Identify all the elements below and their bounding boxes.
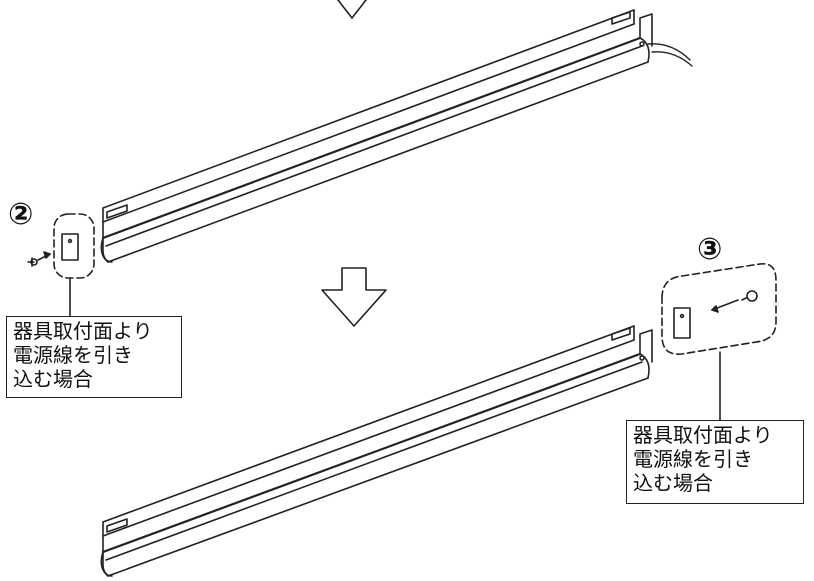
step-number-3: ③ (697, 232, 723, 267)
fixture-lower (100, 325, 653, 577)
fixture-upper (100, 9, 693, 263)
callout-line-3: 込む場合 (13, 367, 93, 391)
callout-line-3: 込む場合 (633, 471, 713, 495)
down-arrow-icon-top (337, 0, 367, 19)
callout-line-2: 電源線を引き (633, 447, 753, 471)
callout-label-right: 器具取付面より 電源線を引き 込む場合 (626, 420, 804, 504)
callout-label-left: 器具取付面より 電源線を引き 込む場合 (6, 316, 182, 398)
callout-line-1: 器具取付面より (633, 423, 773, 447)
down-arrow-icon-middle (321, 267, 387, 327)
detail-right (661, 263, 777, 421)
step-number-2: ② (8, 197, 34, 232)
callout-line-1: 器具取付面より (13, 319, 153, 343)
callout-line-2: 電源線を引き (13, 343, 133, 367)
detail-left (27, 213, 95, 317)
